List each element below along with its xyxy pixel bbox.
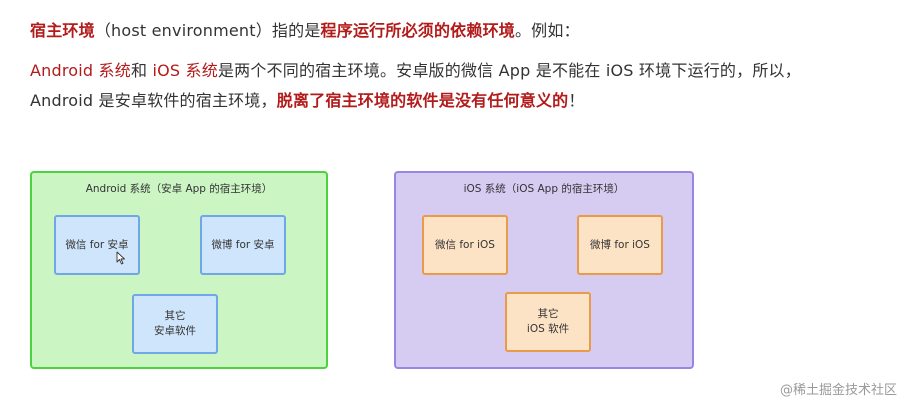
ios-environment-title: iOS 系统（iOS App 的宿主环境） <box>463 183 625 195</box>
wechat-android-label: 微信 for 安卓 <box>65 238 129 251</box>
weibo-ios-box: 微博 for iOS <box>577 215 663 275</box>
highlight-android-system: Android 系统 <box>30 61 131 80</box>
highlight-ios-system: iOS 系统 <box>152 61 218 80</box>
wechat-ios-box: 微信 for iOS <box>422 215 508 275</box>
highlight-required-env: 必须的依赖环境 <box>401 21 515 40</box>
wechat-android-box: 微信 for 安卓 <box>54 215 140 275</box>
connector-text: 和 <box>130 61 153 80</box>
android-host-text: Android 是安卓软件的宿主环境， <box>30 91 277 110</box>
other-android-label-2: 安卓软件 <box>154 325 196 337</box>
other-android-label-1: 其它 <box>164 310 186 322</box>
other-android-apps-box: 其它 安卓软件 <box>132 294 218 354</box>
watermark: @稀土掘金技术社区 <box>779 383 897 398</box>
ios-environment-box: iOS 系统（iOS App 的宿主环境） 微信 for iOS 微博 for … <box>394 171 694 369</box>
android-environment-box: Android 系统（安卓 App 的宿主环境） 微信 for 安卓 微博 fo… <box>30 171 328 369</box>
intro-line-2: Android 系统和 iOS 系统是两个不同的宿主环境。安卓版的微信 App … <box>30 60 801 82</box>
wechat-ios-label: 微信 for iOS <box>435 238 495 251</box>
other-ios-label-2: iOS 软件 <box>526 323 570 335</box>
highlight-meaningless: 脱离了宿主环境的软件是没有任何意义的 <box>276 91 569 110</box>
exclamation: ！ <box>568 91 585 110</box>
intro-text: （host environment）指的是 <box>94 21 321 40</box>
weibo-ios-label: 微博 for iOS <box>590 238 650 251</box>
term-host-environment: 宿主环境 <box>30 21 95 40</box>
other-ios-apps-box: 其它 iOS 软件 <box>505 292 591 352</box>
weibo-android-box: 微博 for 安卓 <box>200 215 286 275</box>
intro-line-3: Android 是安卓软件的宿主环境，脱离了宿主环境的软件是没有任何意义的！ <box>30 90 585 112</box>
mouse-cursor-icon <box>116 251 125 265</box>
highlight-program-run: 程序运行所 <box>320 21 402 40</box>
intro-text-end: 。例如： <box>514 21 580 40</box>
android-environment-title: Android 系统（安卓 App 的宿主环境） <box>85 183 273 195</box>
explanation-text: 是两个不同的宿主环境。安卓版的微信 App 是不能在 iOS 环境下运行的，所以… <box>217 61 801 80</box>
other-ios-label-1: 其它 <box>537 308 559 320</box>
weibo-android-label: 微博 for 安卓 <box>211 238 275 251</box>
intro-line-1: 宿主环境（host environment）指的是程序运行所必须的依赖环境。例如… <box>30 20 580 42</box>
